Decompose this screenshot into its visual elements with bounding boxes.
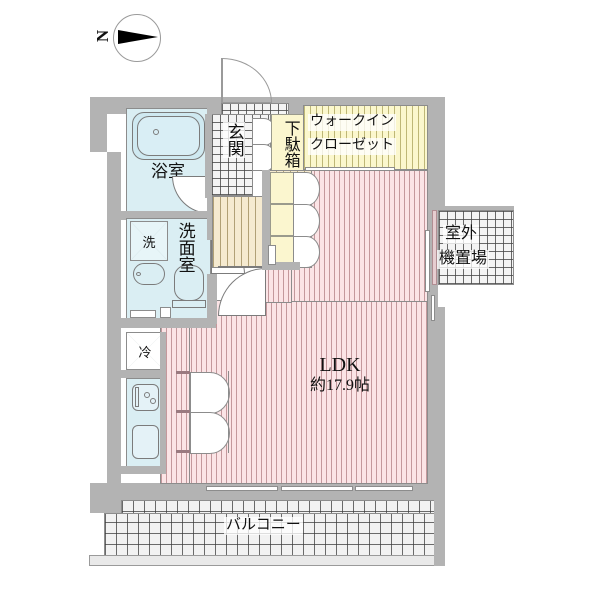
compass-needle (118, 30, 158, 44)
entrance-wall-left (205, 114, 212, 198)
vanity-sink (133, 263, 165, 285)
outdoor-unit-wall-left (432, 210, 437, 285)
hall-closet-door-1[interactable] (293, 172, 320, 206)
closet-wall-bottom (262, 262, 300, 270)
balcony-sliding-door-left[interactable] (206, 486, 278, 491)
refrigerator-space: 冷 (126, 332, 164, 370)
ldk-window-right (425, 230, 430, 292)
shoebox-label: 下駄箱 (281, 120, 299, 168)
toilet-tank (172, 300, 206, 308)
kitchen-door-edge (228, 371, 229, 453)
outdoor-unit-floor (438, 210, 514, 285)
washroom-label: 洗面室 (175, 222, 195, 273)
washroom-wall-right-lower (207, 274, 217, 324)
front-door-leaf[interactable] (221, 58, 222, 103)
balcony-label: バルコニー (224, 517, 303, 535)
ldk-area-label: 約17.9帖 (309, 377, 370, 394)
kitchen-wall-bottom (121, 466, 164, 474)
wall-right-upper (428, 97, 445, 222)
kitchen-door-track-bottom (176, 450, 190, 453)
bathtub-inner (137, 116, 200, 156)
bathroom-label: 浴室 (151, 162, 185, 181)
ldk-floor-notch (262, 267, 292, 303)
outdoor-unit-access-door[interactable] (431, 295, 435, 321)
kitchen-door-track-top (176, 371, 190, 374)
wall-upper-left-stub (90, 97, 107, 152)
wall-left (107, 152, 121, 497)
kitchen-sink (132, 425, 159, 459)
stove-burner-2 (150, 398, 156, 404)
stove-grill (135, 387, 139, 407)
balcony-floor-extension (104, 513, 445, 557)
bathtub-drain (153, 129, 159, 135)
wall-bottom-left-jog (90, 483, 121, 513)
walk-in-closet-label-line1: ウォークイン (308, 114, 396, 131)
closet-wall-left (262, 170, 270, 270)
outdoor-unit-wall-top (438, 206, 514, 210)
stove-burner-1 (144, 392, 150, 398)
meter-box-left (130, 310, 156, 318)
kitchen-folding-door-lower[interactable] (190, 412, 230, 454)
fridge-label: 冷 (127, 333, 163, 369)
ldk-label: LDK (319, 354, 361, 376)
ldk-entry-door-leaf[interactable] (218, 266, 266, 268)
kitchen-wall-right (160, 332, 166, 474)
washer-label: 洗 (131, 222, 167, 260)
washing-machine-space: 洗 (130, 221, 168, 261)
compass-north-label: N (93, 29, 113, 43)
kitchen-folding-door-upper[interactable] (190, 372, 230, 414)
wall-right-lower (428, 307, 445, 497)
front-door-swing[interactable] (222, 58, 272, 103)
entrance-label: 玄関 (223, 122, 245, 158)
outdoor-unit-label-line2: 機置場 (437, 250, 490, 269)
balcony-railing (89, 555, 445, 566)
hall-closet-door-2[interactable] (293, 204, 320, 238)
kitchen-wall-divider (121, 370, 164, 378)
vanity-drain (136, 272, 141, 276)
balcony-sliding-door-right[interactable] (281, 486, 353, 491)
washroom-wall-bottom (121, 318, 216, 328)
closet-post (268, 245, 276, 265)
ldk-entry-door-swing[interactable] (218, 268, 266, 316)
bath-wall-bottom (121, 211, 216, 220)
outdoor-unit-label-line1: 室外 (443, 225, 480, 244)
north-arrow-icon: N (93, 14, 161, 62)
balcony-sliding-door-far-right[interactable] (355, 486, 413, 491)
meter-box-right (160, 307, 171, 318)
balcony-right-post (434, 500, 445, 566)
walk-in-closet-label-line2: クローゼット (308, 138, 396, 155)
kitchen-door-track-mid (176, 410, 190, 413)
walk-in-closet-door[interactable] (305, 167, 395, 171)
